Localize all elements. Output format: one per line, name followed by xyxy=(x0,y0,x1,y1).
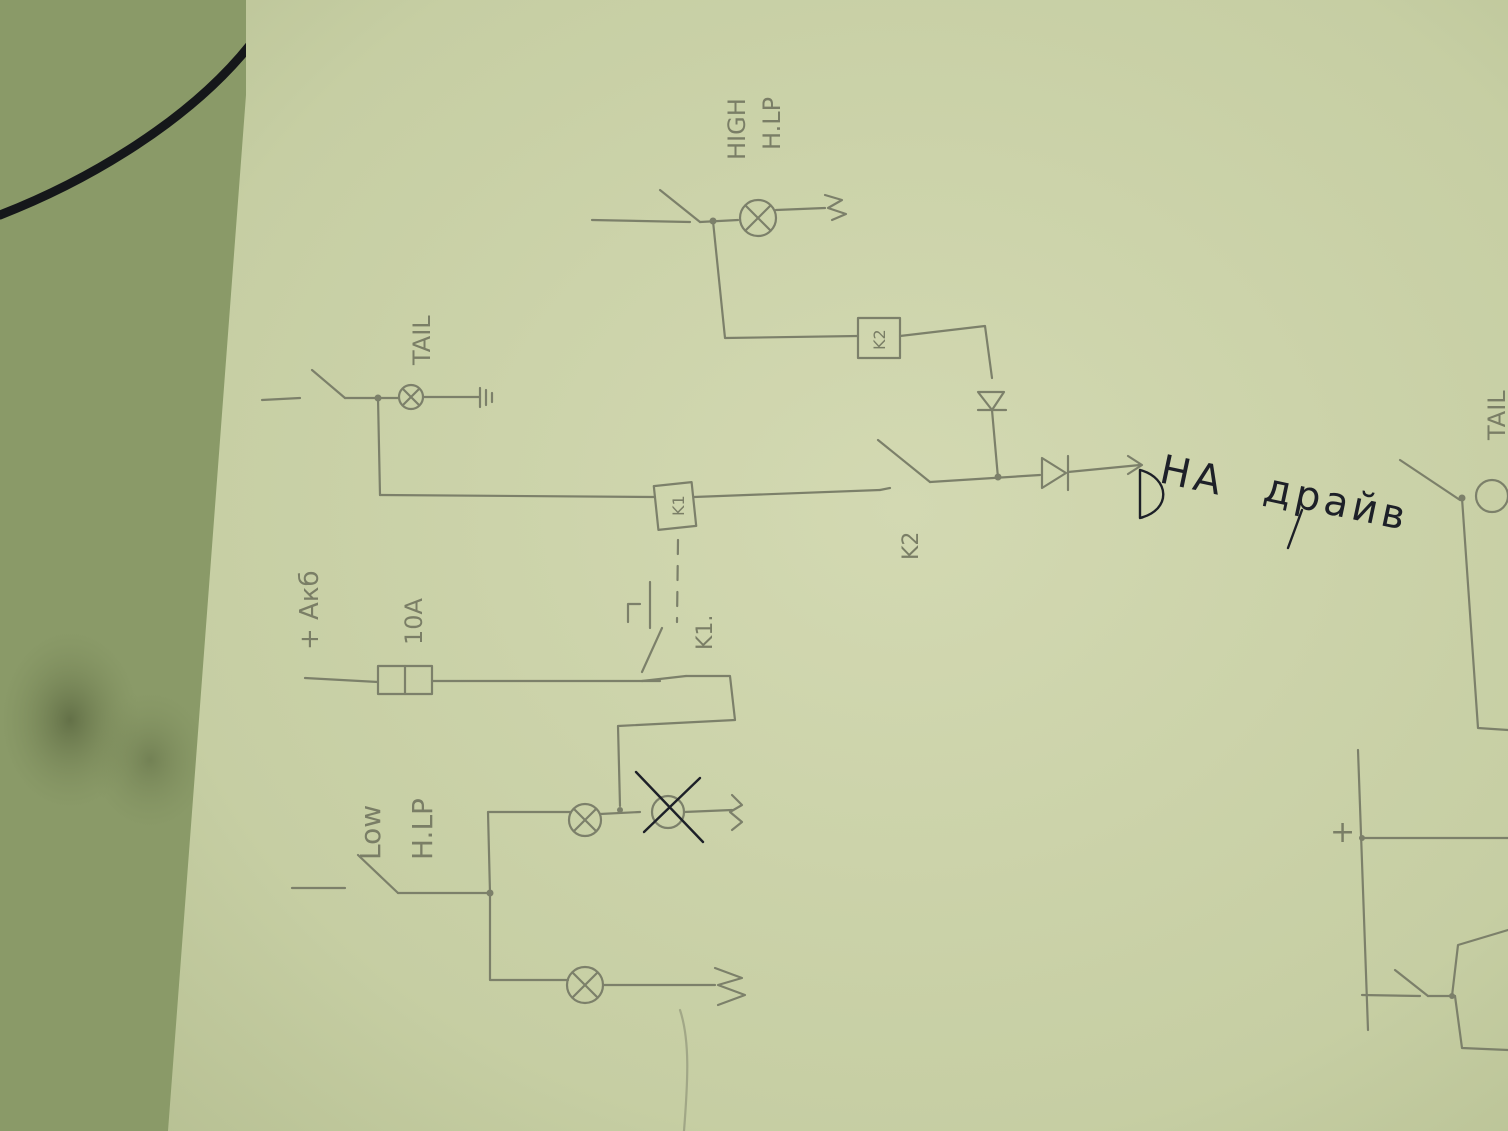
tail-top-label: TAIL xyxy=(408,315,436,366)
arrow-icon xyxy=(1126,454,1144,476)
ink-d-glyph xyxy=(1138,468,1165,520)
ground-icon xyxy=(713,966,747,1007)
relay-k1: K1 K1. xyxy=(652,481,882,650)
tail-switch-branch: TAIL xyxy=(260,315,657,499)
relay-k1-label: K1 xyxy=(669,495,688,516)
right-partial-circuit: TAIL + xyxy=(1330,390,1508,1052)
desk-stain xyxy=(90,690,210,830)
relay-k1-contact-label: K1. xyxy=(693,615,718,650)
supply-label: + Акб xyxy=(295,570,325,650)
tail-right-label: TAIL xyxy=(1483,390,1508,441)
tail-right-lamp-icon xyxy=(1474,478,1508,514)
ground-icon xyxy=(823,193,848,222)
low-beam-label: Low xyxy=(354,805,387,860)
high-beam-sub-label: H.LP xyxy=(758,97,786,150)
ground-icon xyxy=(728,793,744,832)
supply-branch: + Акб 10A xyxy=(295,570,737,808)
plus-label: + xyxy=(1330,815,1355,850)
fuse-label: 10A xyxy=(400,597,428,645)
relay-k1-coil xyxy=(652,481,698,531)
high-beam-branch: HIGH H.LP K2 xyxy=(590,97,1008,480)
high-beam-lamp-icon xyxy=(738,198,778,238)
paper-sheet xyxy=(168,0,1508,1131)
relay-k2-label: K2 xyxy=(870,329,889,350)
relay-k2-coil xyxy=(856,316,902,360)
relay-k2-contact: K2 xyxy=(876,438,1144,560)
high-beam-label: HIGH xyxy=(723,98,751,160)
ground-icon xyxy=(478,386,494,409)
low-beam-sub-label: H.LP xyxy=(406,798,439,860)
relay-k2-contact-text: K2 xyxy=(899,532,924,560)
low-beam-lamp-icon xyxy=(567,802,603,838)
low-beam-branch: Low H.LP xyxy=(290,770,747,1131)
